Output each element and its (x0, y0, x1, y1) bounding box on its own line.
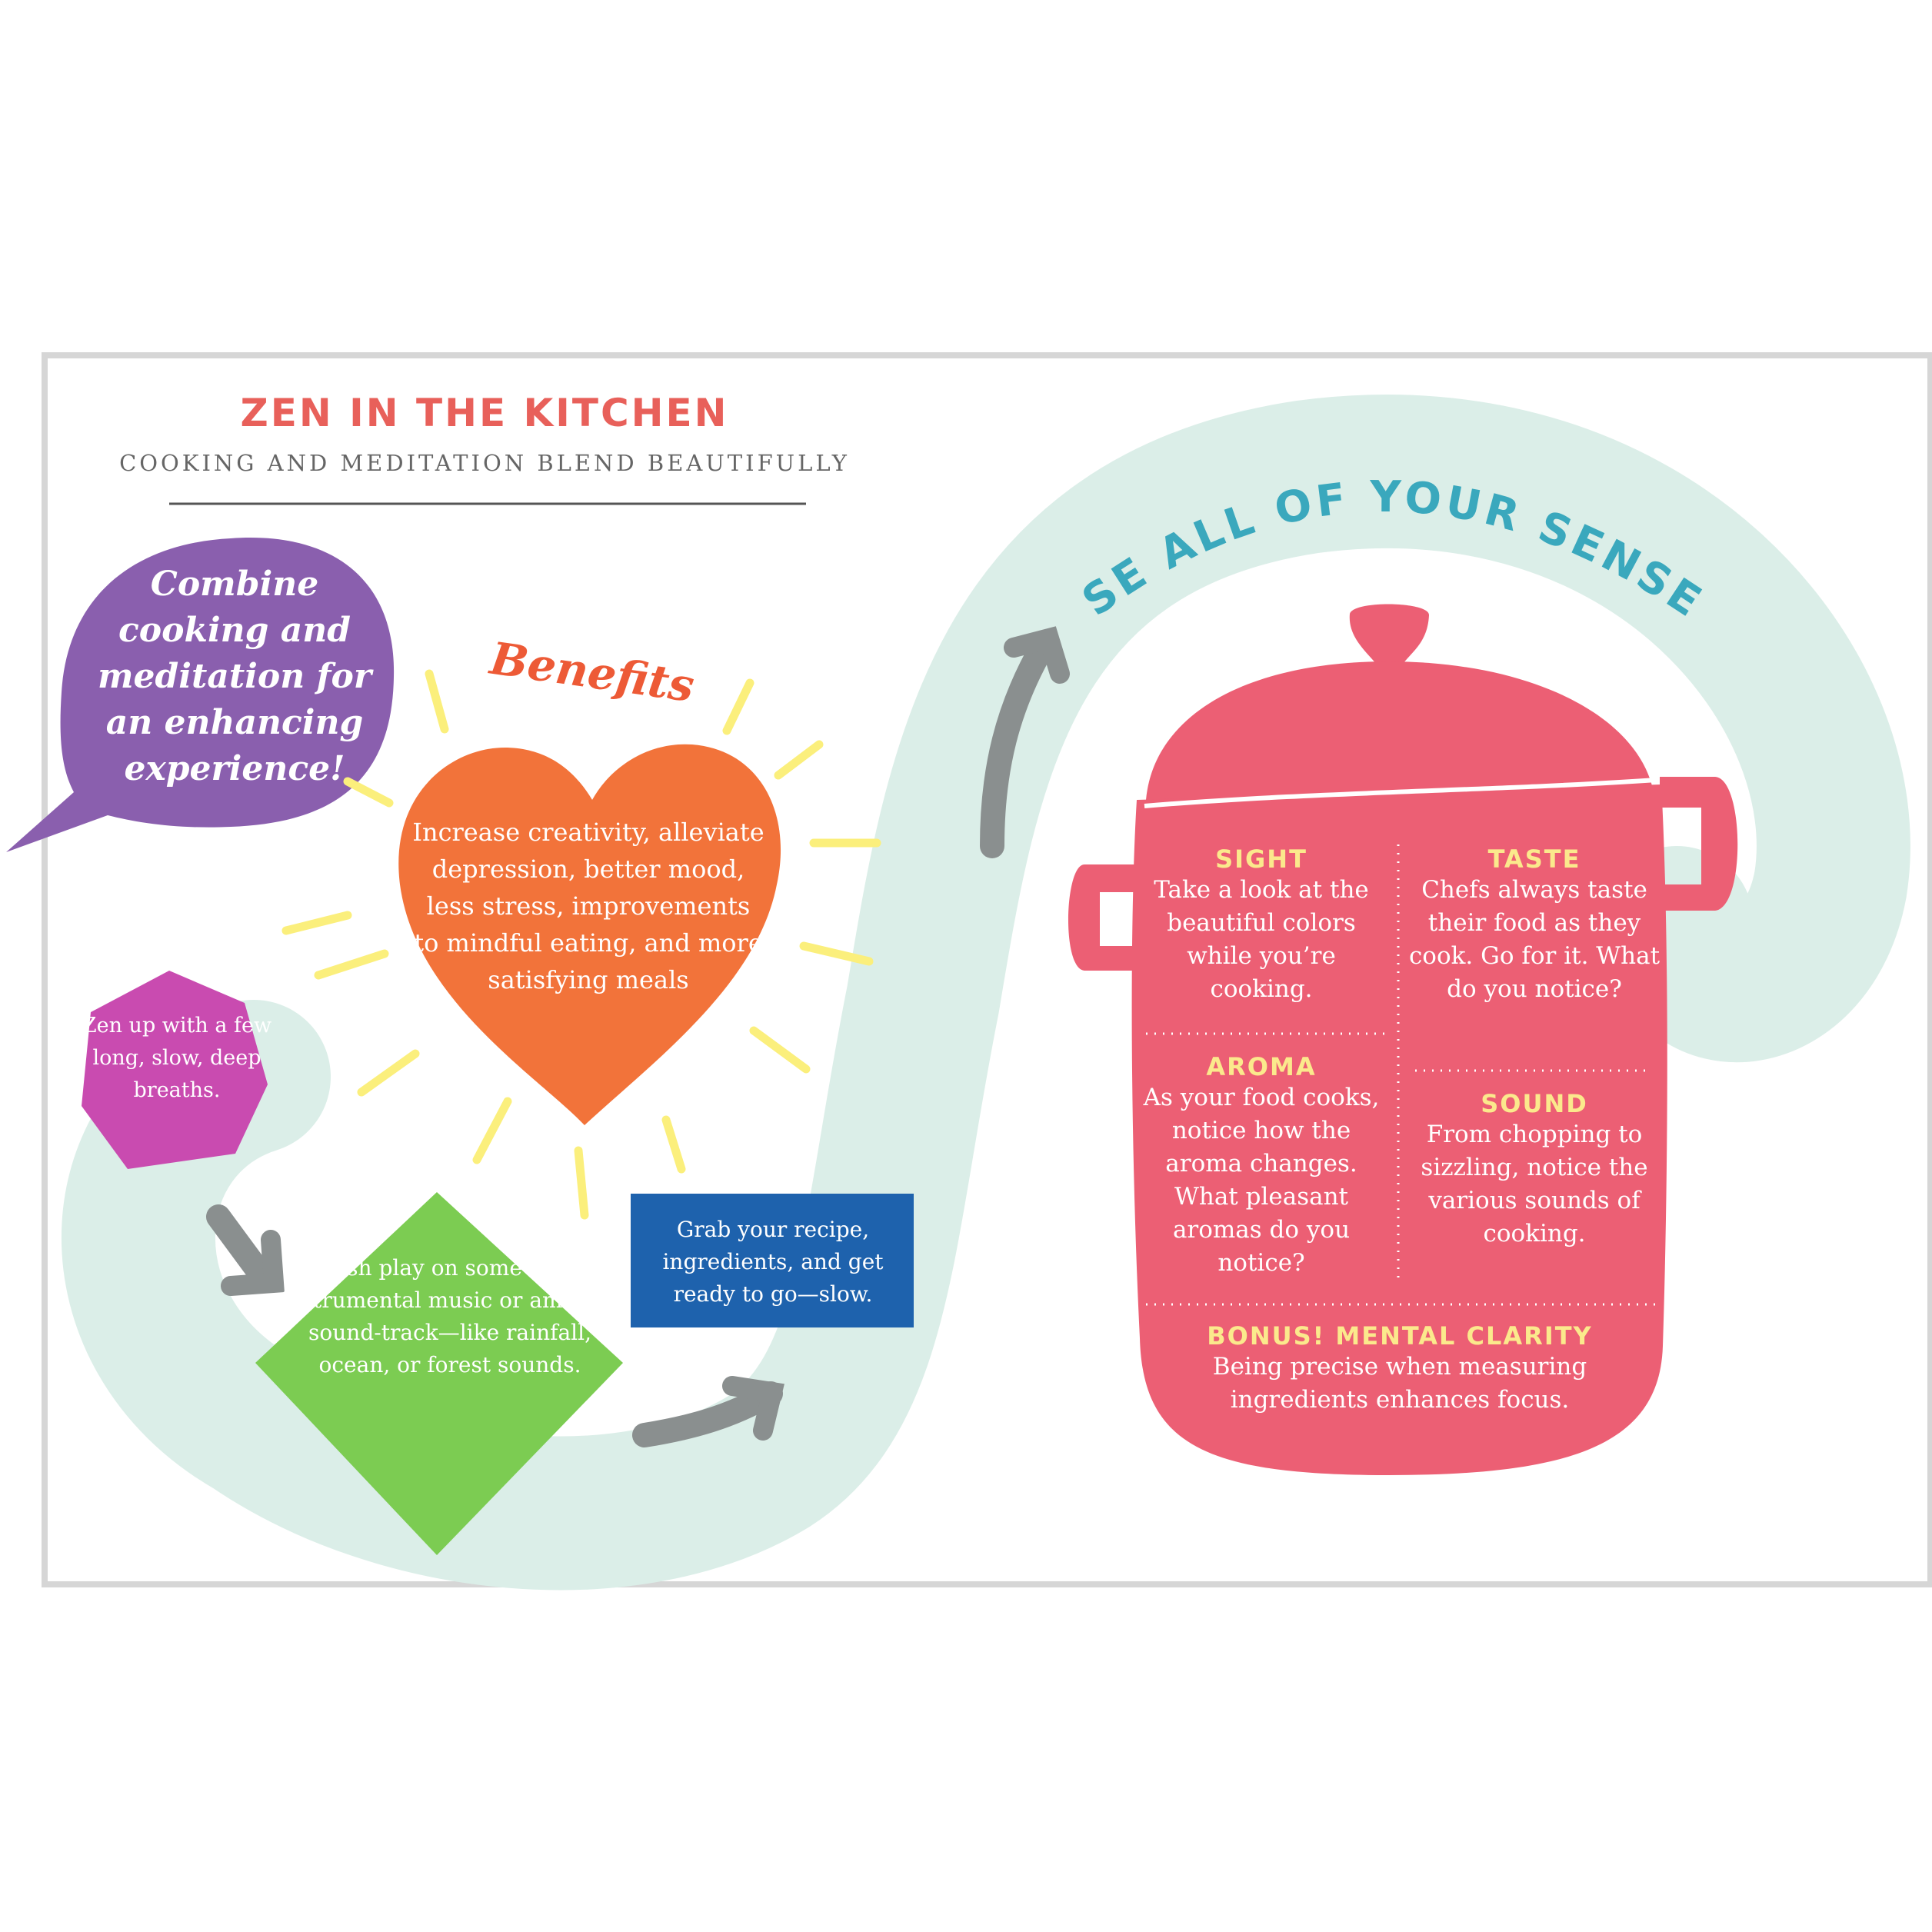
speech-bubble (6, 538, 395, 852)
pot-lid-line (1144, 778, 1657, 808)
push-play-diamond (255, 1192, 623, 1555)
zen-up-text: Zen up with a few long, slow, deep breat… (82, 1014, 272, 1102)
grab-recipe-text: Grab your recipe, ingredients, and get r… (662, 1217, 884, 1307)
pot-handle-left (1068, 864, 1141, 971)
arrow-right (632, 1381, 783, 1447)
arrow-down-right (206, 1204, 274, 1287)
sense-sight-heading: SIGHT (1215, 844, 1307, 874)
sense-bonus-text: Being precise when measuring ingredients… (1212, 1353, 1587, 1414)
page-subtitle: COOKING AND MEDITATION BLEND BEAUTIFULLY (119, 450, 850, 476)
flow-arrows (206, 626, 1070, 1447)
pot-knob (1349, 604, 1430, 669)
pot-handle-right (1660, 777, 1738, 911)
sense-taste-text: Chefs always taste their food as they co… (1408, 876, 1661, 1003)
speech-bubble-text: Combine cooking and meditation for an en… (97, 565, 372, 788)
pot-lid (1146, 661, 1654, 800)
sense-sight-text: Take a look at the beautiful colors whil… (1154, 876, 1369, 1003)
flow-path (61, 395, 1910, 1591)
sense-bonus-heading: BONUS! MENTAL CLARITY (1207, 1321, 1593, 1351)
sense-bonus: BONUS! MENTAL CLARITY Being precise when… (1169, 1321, 1631, 1417)
sense-taste: TASTE Chefs always taste their food as t… (1404, 844, 1665, 1006)
sun-rays (281, 669, 881, 1220)
sense-sound-text: From chopping to sizzling, notice the va… (1421, 1121, 1648, 1247)
push-play-text: Push play on some calm instrumental musi… (281, 1255, 619, 1377)
page-title: ZEN IN THE KITCHEN (240, 391, 729, 435)
pot-body (1131, 784, 1667, 1475)
sense-aroma-text: As your food cooks, notice how the aroma… (1143, 1084, 1380, 1277)
pot-dividers (1146, 844, 1655, 1306)
arrow-up (980, 634, 1055, 858)
zen-up-heptagon (82, 971, 268, 1169)
benefits-text: Increase creativity, alleviate depressio… (412, 818, 764, 994)
sense-taste-heading: TASTE (1487, 844, 1581, 874)
sense-aroma: AROMA As your food cooks, notice how the… (1134, 1052, 1388, 1280)
sense-sound: SOUND From chopping to sizzling, notice … (1404, 1089, 1665, 1251)
sense-sound-heading: SOUND (1481, 1089, 1588, 1118)
sense-sight: SIGHT Take a look at the beautiful color… (1134, 844, 1388, 1006)
grab-recipe-box (631, 1194, 914, 1327)
benefits-heart (398, 744, 781, 1125)
sense-aroma-heading: AROMA (1206, 1052, 1317, 1081)
pot-illustration (1068, 604, 1738, 1475)
